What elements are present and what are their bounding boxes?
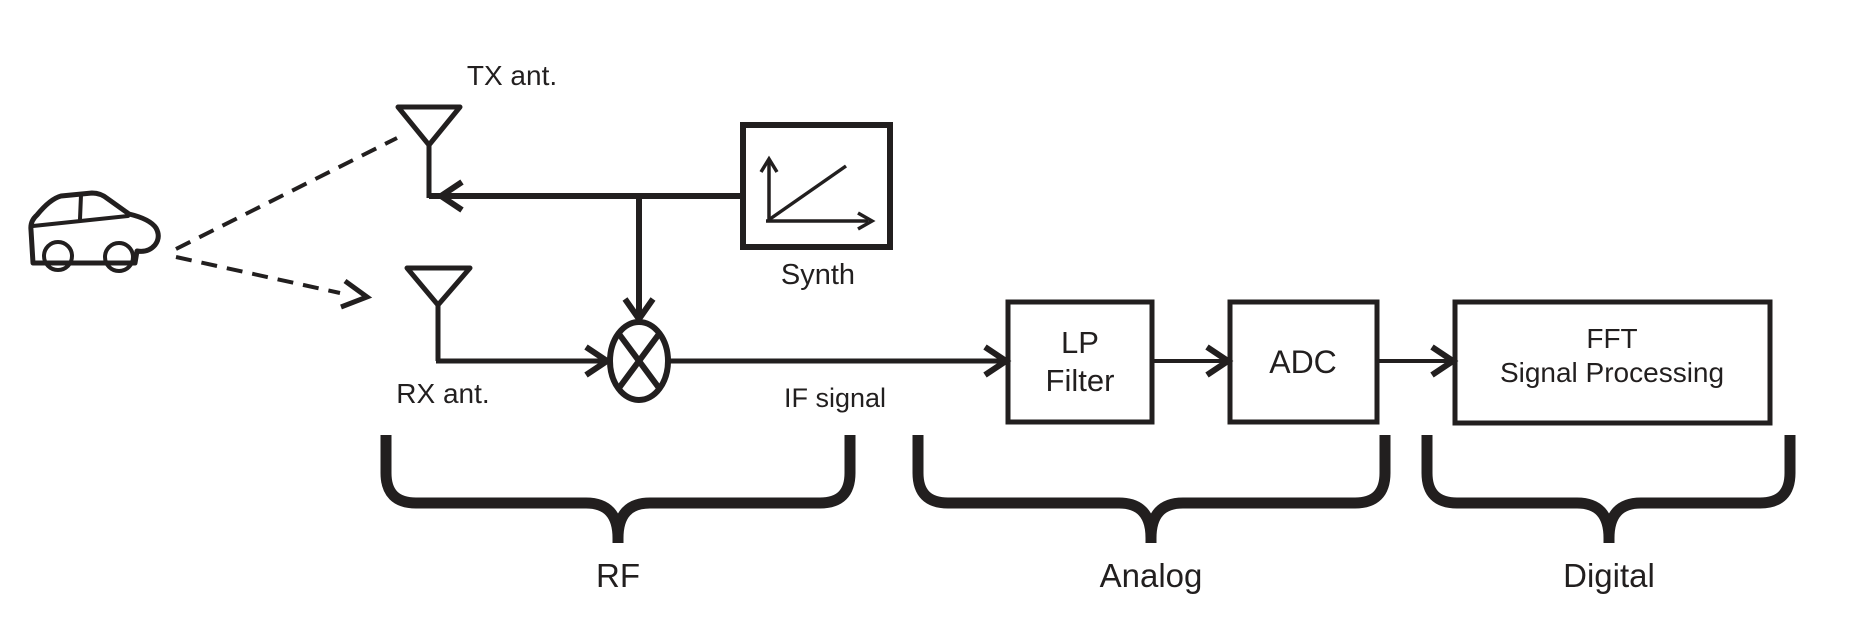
rx-antenna-triangle	[404, 265, 473, 308]
synth-box	[740, 122, 893, 250]
mixer-icon	[607, 319, 671, 403]
rx-wave-arrowhead-icon	[340, 278, 373, 310]
car-icon	[28, 190, 161, 273]
chirp-ramp	[768, 164, 848, 221]
lp-filter-label-line1: LP	[1061, 325, 1099, 360]
rf-section-label: RF	[596, 557, 640, 594]
fft-box	[1452, 299, 1773, 426]
if-signal-label: IF signal	[784, 383, 886, 413]
rx-antenna-icon	[404, 265, 473, 361]
lp-to-adc-line	[1152, 344, 1234, 378]
lp-filter-label-line2: Filter	[1046, 363, 1115, 398]
rx-antenna-label: RX ant.	[396, 378, 489, 409]
diagram-shapes	[28, 104, 1796, 543]
chirp-x-arrowhead	[857, 211, 876, 231]
fft-label-line2: Signal Processing	[1500, 357, 1724, 388]
car-rear-wheel	[103, 241, 135, 273]
mixer-to-lp-line	[668, 344, 1012, 378]
synth-to-tx-line	[429, 179, 743, 213]
tx-antenna-icon	[395, 104, 463, 198]
adc-label: ADC	[1269, 344, 1337, 380]
mixer-x	[616, 332, 662, 390]
fft-label-line1: FFT	[1586, 323, 1637, 354]
car-window-pillar	[78, 193, 83, 221]
synth-block	[740, 122, 893, 250]
rx-wave-dashed-line	[175, 255, 341, 295]
tx-feed-arrowhead-icon	[435, 179, 464, 213]
adc-to-fft-line	[1377, 344, 1459, 378]
chirp-icon	[759, 155, 876, 231]
analog-brace	[912, 435, 1391, 543]
tx-wave-dashed-line	[175, 136, 398, 251]
car-front-wheel	[42, 240, 74, 272]
synth-label: Synth	[781, 259, 855, 291]
synth-to-mixer-branch	[622, 196, 656, 325]
diagram-labels: TX ant. RX ant. Synth IF signal LP Filte…	[396, 60, 1724, 594]
digital-section-label: Digital	[1563, 557, 1655, 594]
car-body	[28, 190, 161, 266]
tx-antenna-triangle	[395, 104, 463, 148]
digital-brace	[1421, 435, 1796, 543]
rx-to-mixer-line	[436, 344, 613, 378]
tx-antenna-label: TX ant.	[467, 60, 557, 91]
car-beltline	[31, 214, 130, 228]
rx-wave-dashed-arrow	[175, 255, 373, 310]
rf-brace	[380, 435, 856, 543]
lp-filter-box	[1005, 299, 1155, 425]
chirp-y-arrowhead	[759, 155, 779, 173]
analog-section-label: Analog	[1100, 557, 1203, 594]
